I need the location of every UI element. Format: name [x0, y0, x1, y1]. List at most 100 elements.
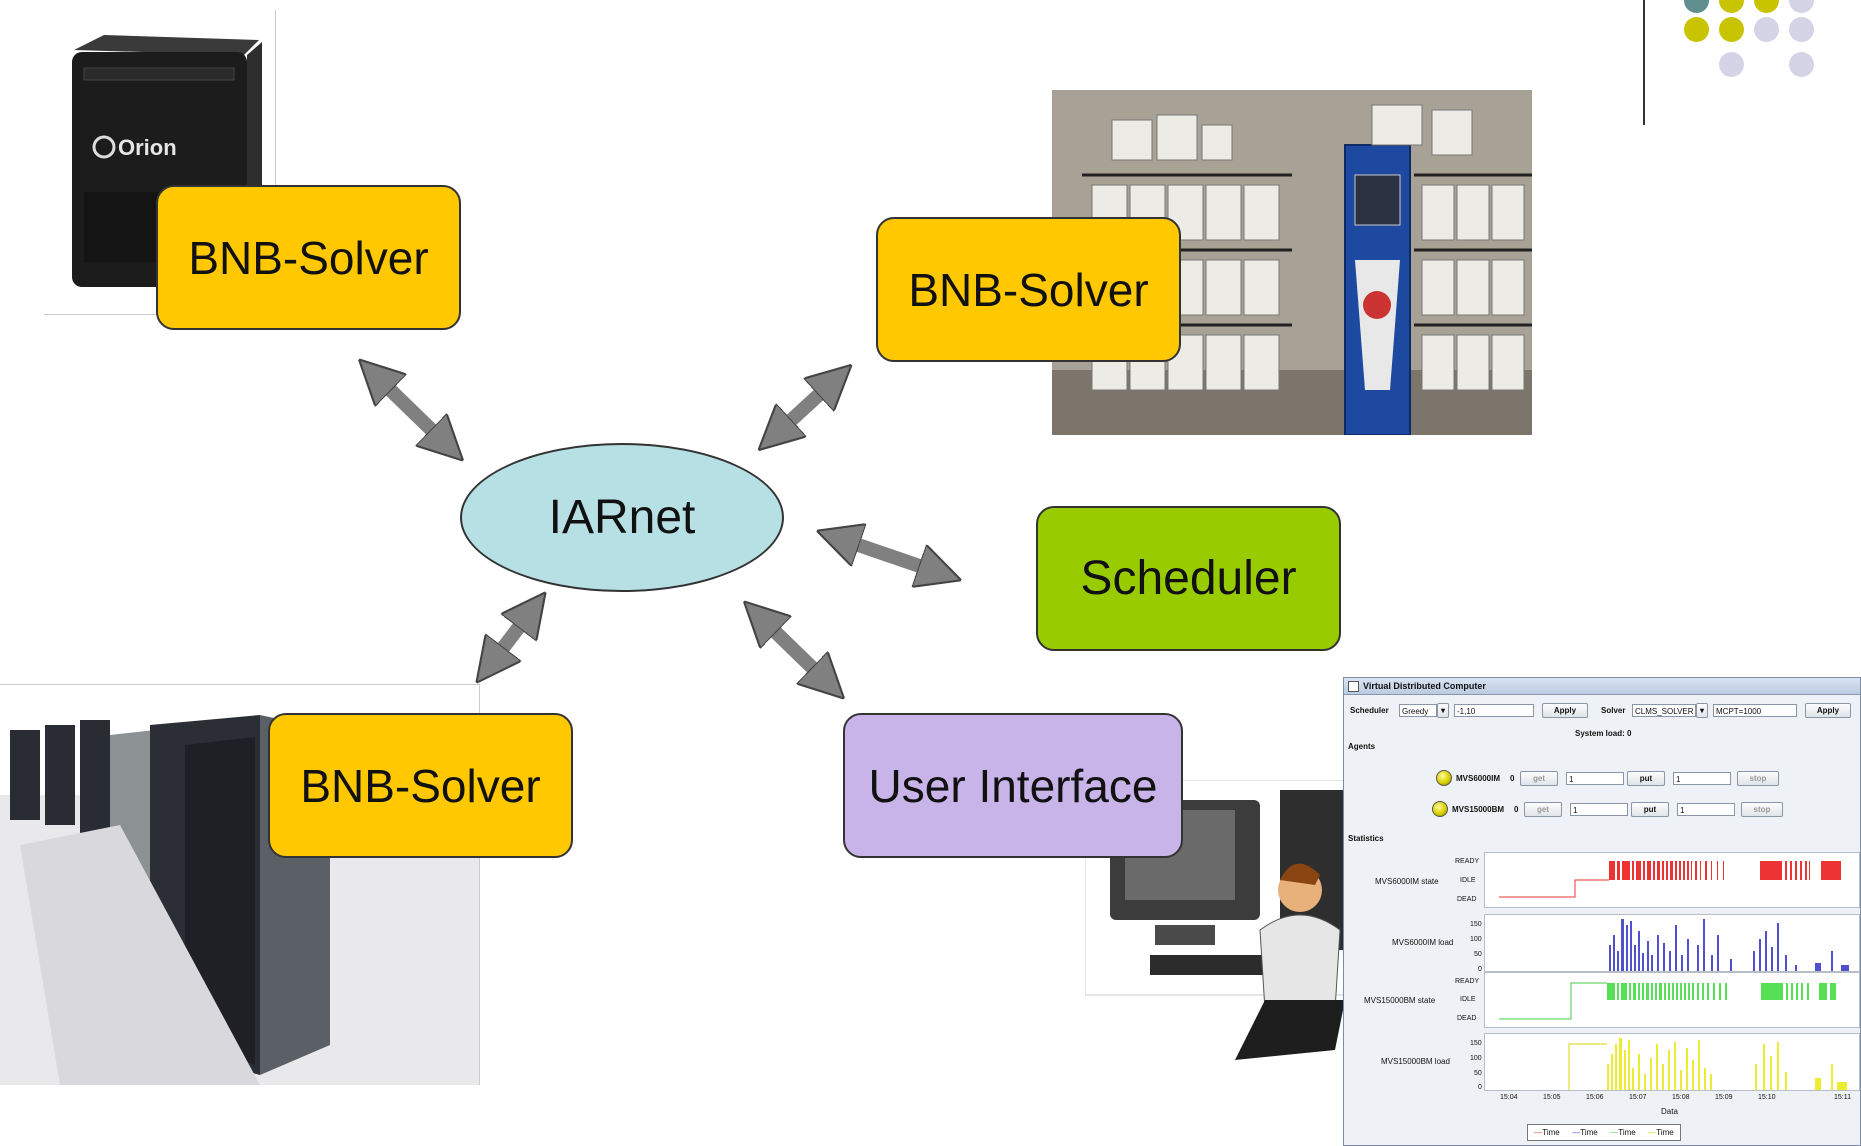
tick-label: 50	[1474, 951, 1482, 958]
plot-label: MVS6000IM load	[1392, 938, 1454, 947]
tick-label: 150	[1470, 921, 1482, 928]
mainframe-photo	[0, 684, 480, 1085]
user-at-computer-illustration	[1085, 780, 1345, 1065]
node-label: BNB-Solver	[300, 759, 541, 812]
solver-select[interactable]: CLMS_SOLVER	[1632, 704, 1696, 717]
node-label: IARnet	[548, 491, 696, 544]
solver-dropdown-icon[interactable]: ▾	[1696, 703, 1708, 718]
arrow-solver-top-left	[375, 375, 447, 445]
tick-label: IDLE	[1460, 996, 1476, 1003]
tick-label: DEAD	[1457, 896, 1477, 903]
agent-stop-button[interactable]: stop	[1741, 802, 1783, 817]
tick-label: 150	[1470, 1040, 1482, 1047]
solver-param-input[interactable]: MCPT=1000	[1713, 704, 1797, 717]
user-interface-node: User Interface	[843, 713, 1183, 858]
agent-count: 0	[1514, 805, 1519, 814]
corner-divider	[1643, 0, 1645, 125]
plot-label: MVS15000BM state	[1364, 996, 1436, 1005]
legend-item: —Time	[1572, 1128, 1598, 1137]
tick-label: READY	[1455, 978, 1480, 985]
agent-status-lamp	[1432, 801, 1448, 817]
dot	[1754, 17, 1779, 42]
scheduler-select[interactable]: Greedy	[1399, 704, 1437, 717]
legend-item: —Time	[1610, 1128, 1636, 1137]
apply-scheduler-button[interactable]: Apply	[1542, 703, 1588, 718]
agent-put-button[interactable]: put	[1631, 802, 1669, 817]
system-load: System load: 0	[1575, 729, 1632, 738]
agent-stop-button[interactable]: stop	[1737, 771, 1779, 786]
decorative-dots	[1680, 0, 1861, 90]
dot	[1789, 0, 1814, 13]
arrow-solver-top-right	[775, 380, 835, 435]
window-title: Virtual Distributed Computer	[1363, 681, 1486, 691]
node-label: Scheduler	[1080, 552, 1297, 605]
time-tick: 15:04	[1500, 1094, 1518, 1101]
time-tick: 15:10	[1758, 1094, 1776, 1101]
scheduler-label: Scheduler	[1350, 706, 1389, 715]
tick-label: IDLE	[1460, 877, 1476, 884]
dot	[1789, 17, 1814, 42]
node-label: BNB-Solver	[908, 263, 1149, 316]
time-tick: 15:09	[1715, 1094, 1733, 1101]
dot	[1754, 0, 1779, 13]
agent-put-input[interactable]: 1	[1677, 803, 1735, 816]
arrow-scheduler	[838, 538, 940, 573]
iarnet-node: IARnet	[460, 443, 784, 592]
dot	[1684, 17, 1709, 42]
tick-label: DEAD	[1457, 1015, 1477, 1022]
load-plot-mvs6000im	[1484, 914, 1860, 972]
bnb-solver-node-top-left: BNB-Solver	[156, 185, 461, 330]
tick-label: 0	[1478, 966, 1482, 973]
time-tick: 15:07	[1629, 1094, 1647, 1101]
node-label: BNB-Solver	[188, 231, 429, 284]
tick-label: 50	[1474, 1070, 1482, 1077]
time-tick: 15:05	[1543, 1094, 1561, 1101]
state-plot-mvs6000im	[1484, 852, 1860, 908]
time-tick: 15:11	[1834, 1094, 1851, 1101]
agent-name: MVS15000BM	[1452, 805, 1505, 814]
agent-get-button[interactable]: get	[1524, 802, 1562, 817]
agent-name: MVS6000IM	[1456, 774, 1501, 783]
plot-legend: —Time —Time —Time —Time	[1527, 1124, 1681, 1141]
statistics-header: Statistics	[1348, 834, 1384, 843]
agent-get-input[interactable]: 1	[1566, 772, 1624, 785]
agent-get-button[interactable]: get	[1520, 771, 1558, 786]
time-tick: 15:06	[1586, 1094, 1604, 1101]
orion-logo-text: Orion	[118, 135, 177, 160]
arrow-user-interface	[760, 617, 828, 683]
agent-put-button[interactable]: put	[1627, 771, 1665, 786]
legend-item: —Time	[1648, 1128, 1674, 1137]
apply-solver-button[interactable]: Apply	[1805, 703, 1851, 718]
agent-get-input[interactable]: 1	[1570, 803, 1628, 816]
agent-count: 0	[1510, 774, 1515, 783]
solver-label: Solver	[1601, 706, 1626, 715]
scheduler-node: Scheduler	[1036, 506, 1341, 651]
dot	[1684, 0, 1709, 13]
tick-label: READY	[1455, 858, 1480, 865]
window-menu-icon[interactable]	[1348, 680, 1359, 692]
scheduler-param-input[interactable]: -1,10	[1454, 704, 1534, 717]
window-title-bar: Virtual Distributed Computer	[1344, 678, 1860, 695]
vdc-app-window: Virtual Distributed Computer Scheduler G…	[1343, 677, 1861, 1146]
tick-label: 0	[1478, 1084, 1482, 1091]
bnb-solver-node-bottom-left: BNB-Solver	[268, 713, 573, 858]
dot	[1719, 0, 1744, 13]
agent-status-lamp	[1436, 770, 1452, 786]
dot	[1719, 17, 1744, 42]
agents-header: Agents	[1348, 742, 1376, 751]
dot	[1719, 52, 1744, 77]
tick-label: 100	[1470, 936, 1482, 943]
plot-label: MVS6000IM state	[1375, 877, 1439, 886]
dot	[1789, 52, 1814, 77]
legend-item: —Time	[1534, 1128, 1560, 1137]
agent-put-input[interactable]: 1	[1673, 772, 1731, 785]
load-plot-mvs15000bm	[1484, 1033, 1860, 1091]
state-plot-mvs15000bm	[1484, 972, 1860, 1028]
tick-label: 100	[1470, 1055, 1482, 1062]
bnb-solver-node-top-right: BNB-Solver	[876, 217, 1181, 362]
cluster-rack-photo	[1052, 90, 1532, 435]
time-tick: 15:08	[1672, 1094, 1690, 1101]
scheduler-dropdown-icon[interactable]: ▾	[1437, 703, 1449, 718]
node-label: User Interface	[868, 759, 1158, 812]
